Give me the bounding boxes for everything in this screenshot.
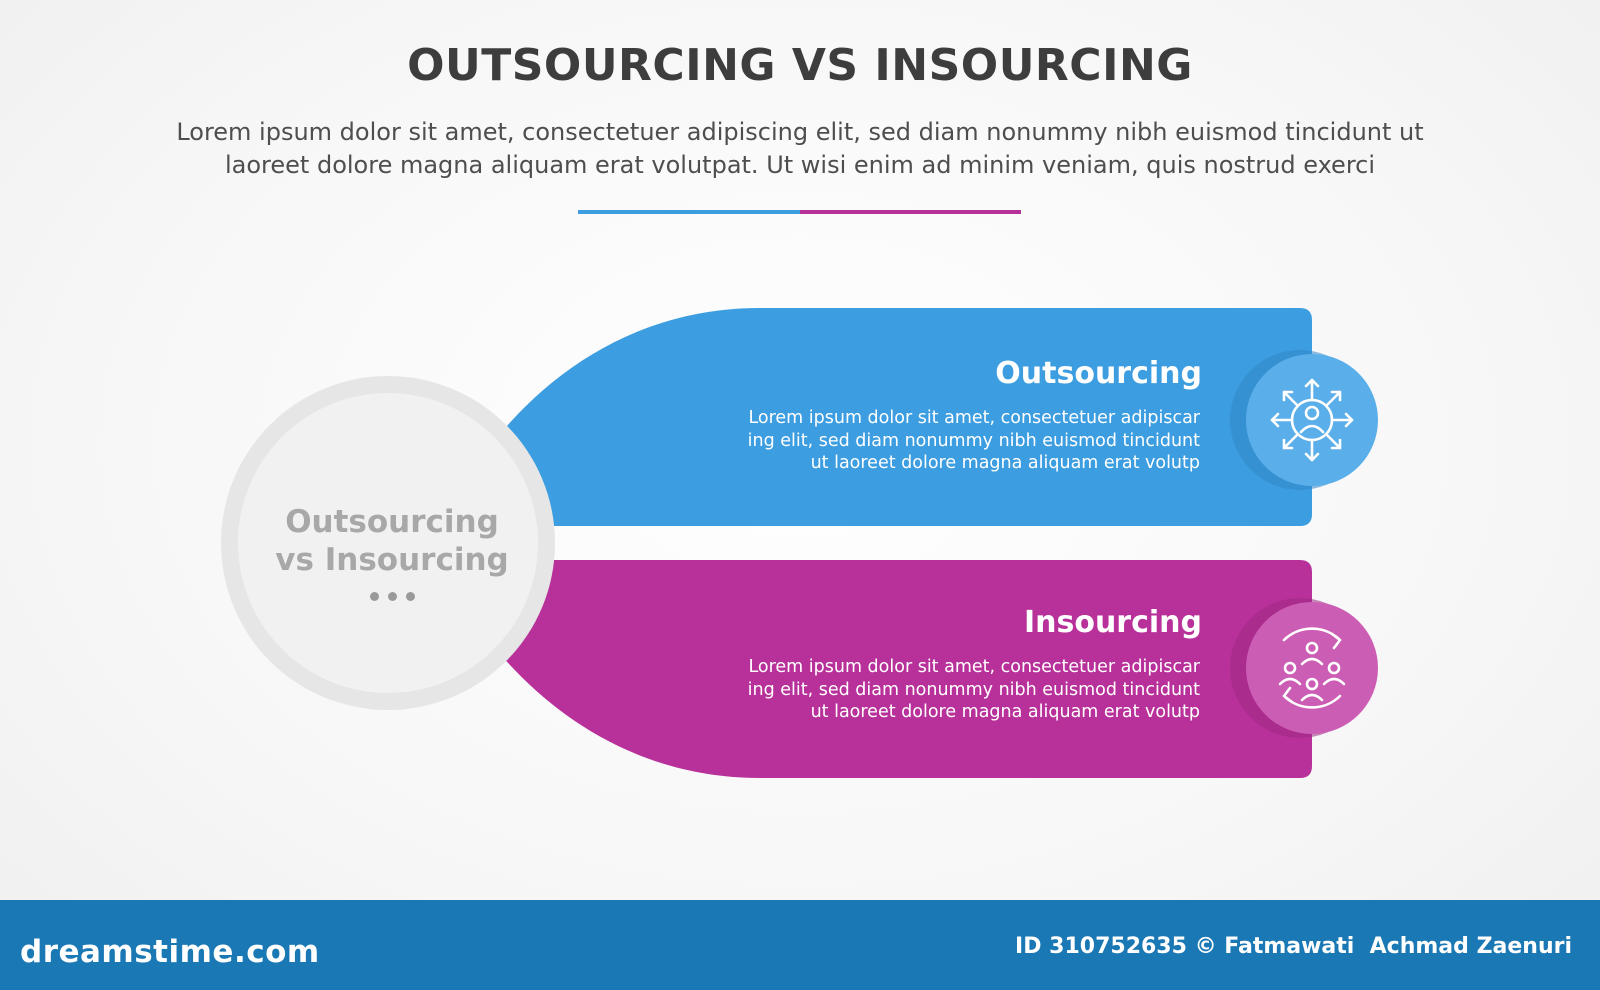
footer-bar: dreamstime.com ID 310752635 © Fatmawati … — [0, 900, 1600, 990]
insourcing-text-line-3: ut laoreet dolore magna aliquam erat vol… — [810, 702, 1200, 722]
insourcing-title: Insourcing — [1023, 605, 1202, 640]
center-circle — [238, 393, 538, 693]
dot — [405, 592, 415, 601]
footer-brand[interactable]: dreamstime.com — [20, 934, 320, 970]
page-title: OUTSOURCING VS INSOURCING — [407, 40, 1193, 91]
outsourcing-description: Lorem ipsum dolor sit amet, consectetuer… — [640, 407, 1200, 475]
insourcing-text-line-1: Lorem ipsum dolor sit amet, consectetuer… — [748, 657, 1200, 677]
outsourcing-title: Outsourcing — [995, 356, 1202, 391]
network-people-icon — [1270, 378, 1354, 462]
divider-blue — [578, 210, 800, 214]
insourcing-text-line-2: ing elit, sed diam nonummy nibh euismod … — [747, 679, 1200, 700]
divider-purple — [800, 210, 1021, 214]
center-label: Outsourcing vs Insourcing — [252, 503, 532, 579]
outsourcing-text-line-2: ing elit, sed diam nonummy nibh euismod … — [747, 430, 1200, 451]
ellipsis-icon — [352, 592, 432, 604]
page-subtitle: Lorem ipsum dolor sit amet, consectetuer… — [110, 116, 1490, 182]
subtitle-line-1: Lorem ipsum dolor sit amet, consectetuer… — [176, 118, 1424, 146]
team-cycle-icon — [1278, 627, 1346, 709]
subtitle-line-2: laoreet dolore magna aliquam erat volutp… — [224, 151, 1376, 179]
footer-credit: ID 310752635 © Fatmawati Achmad Zaenuri — [1015, 934, 1572, 959]
insourcing-badge — [1246, 602, 1378, 734]
center-label-line-2: vs Insourcing — [275, 542, 509, 578]
outsourcing-panel — [495, 308, 1312, 526]
outsourcing-text-line-1: Lorem ipsum dolor sit amet, consectetuer… — [748, 408, 1200, 428]
insourcing-description: Lorem ipsum dolor sit amet, consectetuer… — [640, 656, 1200, 724]
outsourcing-text-line-3: ut laoreet dolore magna aliquam erat vol… — [810, 453, 1200, 473]
insourcing-panel — [495, 560, 1312, 778]
dot — [369, 592, 379, 601]
center-label-line-1: Outsourcing — [285, 504, 499, 540]
dot — [387, 592, 397, 601]
